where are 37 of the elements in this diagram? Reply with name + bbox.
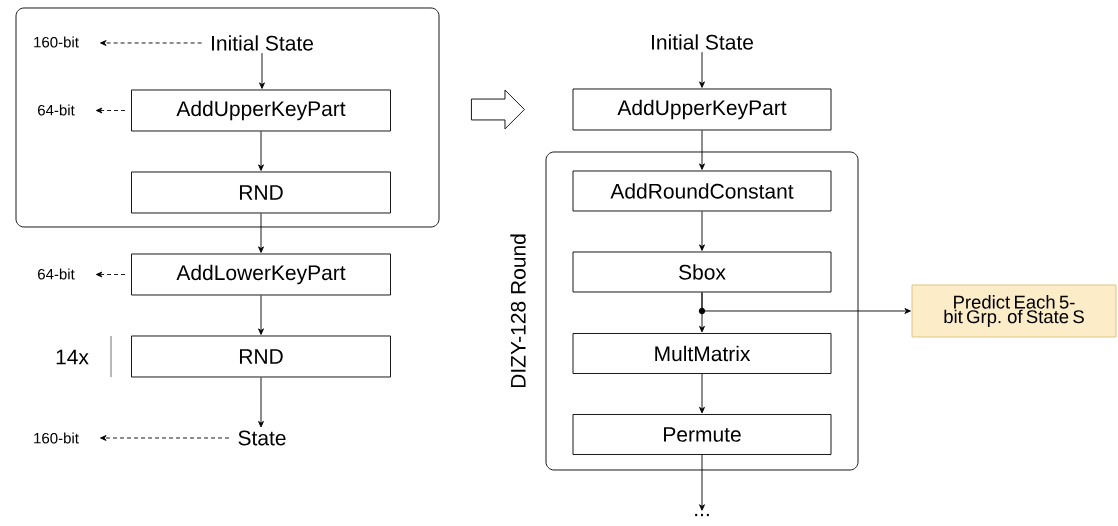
arrow <box>258 213 264 253</box>
bare-text: 64-bit <box>38 104 75 116</box>
bare-text: Initial State <box>212 35 313 51</box>
bare-text: ... <box>695 513 709 517</box>
bare-text: 64-bit <box>38 268 75 280</box>
prediction-box: Predict Each 5-bit Grp. of State S <box>911 284 1117 338</box>
dashed-arrow <box>95 107 126 114</box>
bare-text: Initial State <box>652 34 753 50</box>
arrow <box>699 130 705 170</box>
process-box: AddUpperKeyPart <box>572 88 832 131</box>
arrow <box>259 52 265 89</box>
arrow <box>699 51 705 88</box>
repeat-count: 14x <box>56 349 89 365</box>
process-box: AddUpperKeyPart <box>131 89 391 132</box>
block-arrow <box>470 89 525 130</box>
dashed-arrow <box>100 435 230 441</box>
arrow <box>258 131 264 171</box>
arrow <box>698 292 911 315</box>
arrow <box>699 373 705 414</box>
arrow <box>258 377 264 428</box>
bare-text: State <box>238 430 286 446</box>
process-box: AddRoundConstant <box>572 170 832 212</box>
process-box: MultMatrix <box>572 333 832 374</box>
process-box: AddLowerKeyPart <box>131 253 391 296</box>
process-box: Sbox <box>572 251 832 293</box>
process-box: Permute <box>572 414 832 455</box>
arrow <box>699 454 705 511</box>
bare-text: 160-bit <box>34 432 79 444</box>
arrow <box>699 211 705 251</box>
arrow <box>258 295 264 335</box>
node-label: DIZY-128 Round <box>510 234 526 388</box>
process-box: RND <box>131 171 391 214</box>
dashed-arrow <box>95 271 126 278</box>
bare-text: 160-bit <box>34 36 79 48</box>
group-frame <box>15 7 440 228</box>
dashed-arrow <box>100 40 203 46</box>
process-box: RND <box>131 335 391 378</box>
